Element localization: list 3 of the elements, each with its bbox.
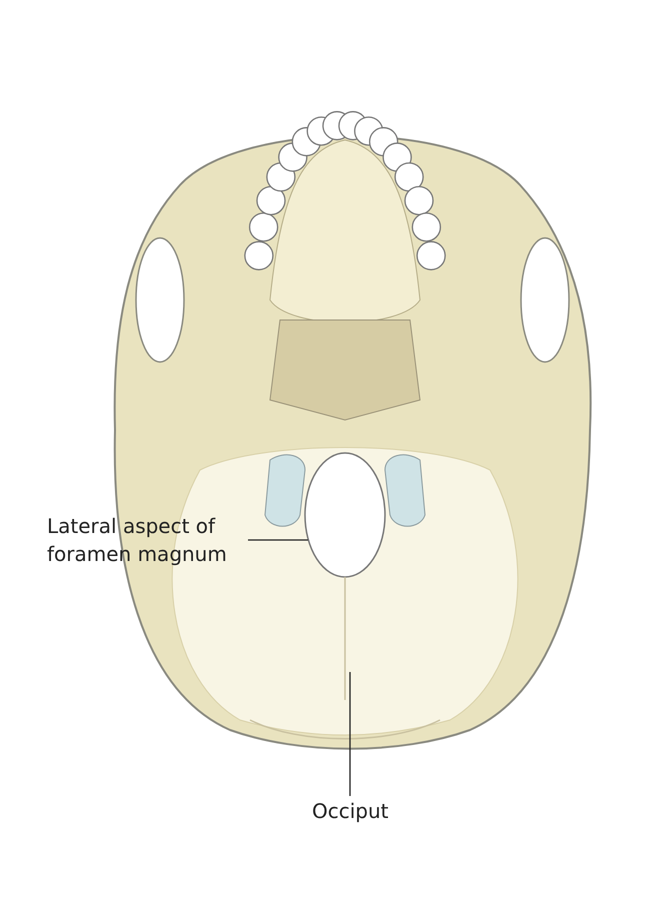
callout-label: Occiput xyxy=(312,797,389,825)
leader-line xyxy=(349,672,351,796)
leader-line xyxy=(248,539,308,541)
